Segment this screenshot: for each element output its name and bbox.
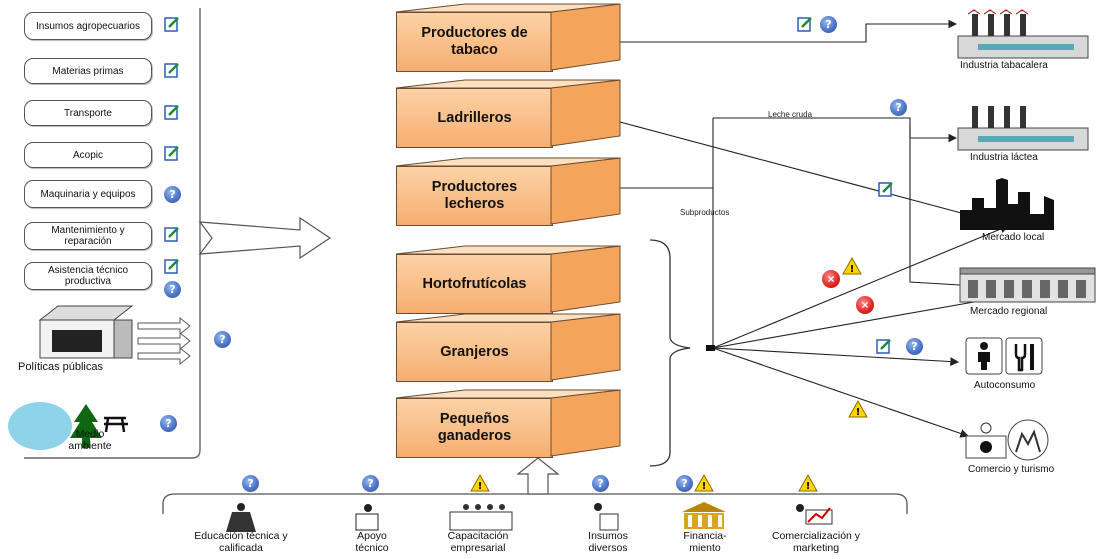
input-maintenance[interactable]: Mantenimiento y reparación <box>24 222 152 250</box>
help-icon[interactable]: ? <box>820 16 837 33</box>
edit-icon[interactable] <box>164 16 181 32</box>
help-icon[interactable]: ? <box>214 331 231 348</box>
city-skyline-icon <box>960 178 1054 230</box>
edit-icon[interactable] <box>164 104 181 120</box>
brick-flow <box>619 121 1012 229</box>
error-icon[interactable]: × <box>822 270 840 288</box>
service-tech-support: Apoyo técnico <box>355 530 389 554</box>
svg-text:!: ! <box>806 481 811 492</box>
warning-icon[interactable]: ! <box>694 474 714 492</box>
input-agri-supplies[interactable]: Insumos agropecuarios <box>24 12 152 40</box>
dest-dairy-industry: Industria láctea <box>970 152 1038 163</box>
supplies-icon <box>594 503 619 531</box>
input-raw-materials[interactable]: Materias primas <box>24 58 152 84</box>
svg-text:!: ! <box>702 481 707 492</box>
help-icon[interactable]: ? <box>676 475 693 492</box>
environment-icon <box>8 402 128 450</box>
byproducts-label: Subproductos <box>680 208 730 217</box>
service-financing: Financia- miento <box>683 530 727 554</box>
dest-self-consumption: Autoconsumo <box>974 380 1036 391</box>
warning-icon[interactable]: ! <box>470 474 490 492</box>
help-icon[interactable]: ? <box>592 475 609 492</box>
help-icon[interactable]: ? <box>362 475 379 492</box>
warning-icon[interactable]: ! <box>842 257 862 275</box>
edit-icon[interactable] <box>164 258 181 274</box>
producers-bracket <box>649 239 691 467</box>
marketing-icon <box>796 504 833 525</box>
government-building-icon <box>38 305 134 359</box>
help-icon[interactable]: ? <box>906 338 923 355</box>
public-policy-label: Políticas públicas <box>18 361 103 373</box>
inputs-arrow <box>198 216 332 260</box>
edit-icon[interactable] <box>164 62 181 78</box>
edit-icon[interactable] <box>876 338 893 354</box>
service-supplies: Insumos diversos <box>588 530 628 554</box>
dest-commerce-tourism: Comercio y turismo <box>968 464 1055 475</box>
input-machinery[interactable]: Maquinaria y equipos <box>24 180 152 208</box>
training-icon <box>449 504 513 531</box>
help-icon[interactable]: ? <box>160 415 177 432</box>
self-consumption-icon <box>965 337 1043 375</box>
input-tech-assistance[interactable]: Asistencia técnico productiva <box>24 262 152 290</box>
help-icon[interactable]: ? <box>164 281 181 298</box>
regional-market-building-icon <box>959 267 1096 303</box>
input-acopic[interactable]: Acopic <box>24 142 152 168</box>
dest-regional-market: Mercado regional <box>970 306 1048 317</box>
svg-text:!: ! <box>850 264 855 275</box>
edit-icon[interactable] <box>797 16 814 32</box>
technical-support-icon <box>355 504 379 531</box>
error-icon[interactable]: × <box>856 296 874 314</box>
help-icon[interactable]: ? <box>164 186 181 203</box>
tobacco-flow <box>620 19 958 43</box>
commerce-tourism-icon <box>965 419 1049 461</box>
edit-icon[interactable] <box>164 145 181 161</box>
environment-label: Medio ambiente <box>68 428 112 452</box>
service-education: Educación técnica y calificada <box>194 530 288 554</box>
help-icon[interactable]: ? <box>890 99 907 116</box>
svg-text:!: ! <box>478 481 483 492</box>
raw-milk-label: Leche cruda <box>768 110 813 119</box>
service-marketing: Comercialización y marketing <box>771 530 861 554</box>
bank-icon <box>682 502 726 529</box>
dest-local-market: Mercado local <box>982 232 1045 243</box>
services-arrow <box>516 457 560 495</box>
service-training: Capacitación empresarial <box>447 530 509 554</box>
dest-tobacco-industry: Industria tabacalera <box>960 60 1048 71</box>
education-icon <box>226 503 256 532</box>
input-transport[interactable]: Transporte <box>24 100 152 126</box>
help-icon[interactable]: ? <box>242 475 259 492</box>
dairy-factory-icon <box>957 106 1089 151</box>
warning-icon[interactable]: ! <box>798 474 818 492</box>
inputs-bracket <box>24 8 201 459</box>
tobacco-factory-icon <box>957 9 1089 59</box>
svg-text:!: ! <box>856 407 861 418</box>
edit-icon[interactable] <box>164 226 181 242</box>
edit-icon[interactable] <box>878 181 895 197</box>
warning-icon[interactable]: ! <box>848 400 868 418</box>
